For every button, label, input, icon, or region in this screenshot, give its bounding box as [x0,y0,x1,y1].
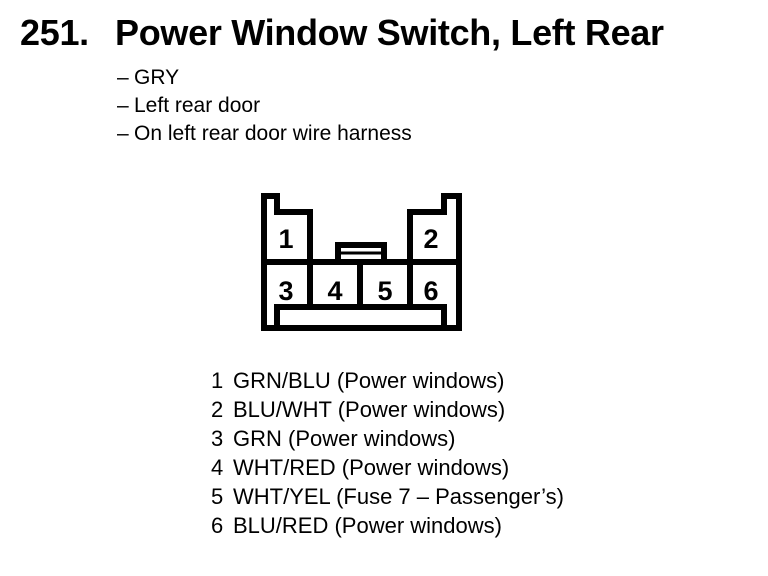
section-number: 251. [20,12,89,53]
cavity-number-1: 1 [278,224,293,254]
connector-notes: – GRY – Left rear door – On left rear do… [117,64,412,148]
pinout-list: 1 GRN/BLU (Power windows) 2 BLU/WHT (Pow… [211,366,564,540]
note-text: On left rear door wire harness [134,122,412,145]
note-text: Left rear door [134,94,261,117]
wire-description: GRN (Power windows) [233,426,456,451]
wire-description: GRN/BLU (Power windows) [233,368,505,393]
pin-number: 2 [211,397,224,422]
cavity-number-4: 4 [327,276,342,306]
pin-number: 3 [211,426,224,451]
pin-number: 1 [211,368,224,393]
page-title: Power Window Switch, Left Rear [115,12,664,53]
wire-description: BLU/WHT (Power windows) [233,397,506,422]
pin-number: 6 [211,513,224,538]
dash-bullet: – [117,122,129,145]
note-item: – Left rear door [117,92,412,120]
wire-description: WHT/RED (Power windows) [233,455,510,480]
note-text: GRY [134,66,180,89]
wire-description: WHT/YEL (Fuse 7 – Passenger’s) [233,484,564,509]
connector-diagram: 1 2 3 4 5 6 [261,193,462,331]
dash-bullet: – [117,66,129,89]
pinout-row: 4 WHT/RED (Power windows) [211,453,564,482]
pinout-row: 1 GRN/BLU (Power windows) [211,366,564,395]
cavity-number-3: 3 [278,276,293,306]
pin-number: 5 [211,484,224,509]
pinout-row: 2 BLU/WHT (Power windows) [211,395,564,424]
wire-description: BLU/RED (Power windows) [233,513,502,538]
cavity-number-6: 6 [423,276,438,306]
cavity-number-2: 2 [423,224,438,254]
note-item: – GRY [117,64,412,92]
pinout-row: 6 BLU/RED (Power windows) [211,511,564,540]
cavity-number-5: 5 [377,276,392,306]
note-item: – On left rear door wire harness [117,120,412,148]
pin-number: 4 [211,455,224,480]
pinout-row: 5 WHT/YEL (Fuse 7 – Passenger’s) [211,482,564,511]
dash-bullet: – [117,94,129,117]
pinout-row: 3 GRN (Power windows) [211,424,564,453]
section-heading: 251. Power Window Switch, Left Rear [20,13,664,53]
